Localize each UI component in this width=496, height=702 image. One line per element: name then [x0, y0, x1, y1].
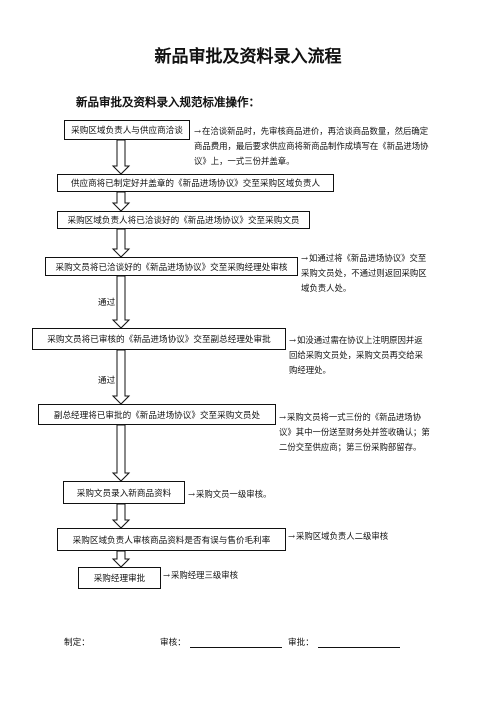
reviewed-by-label: 审核： — [160, 638, 186, 648]
step-5-box: 采购文员将已审核的《新品进场协议》交至副总经理处审批 — [32, 328, 286, 350]
right-arrow-icon: → — [279, 412, 287, 422]
pass-label-2: 通过 — [98, 376, 116, 386]
section-subtitle: 新品审批及资料录入规范标准操作： — [76, 95, 260, 109]
step-8-box: 采购区域负责人审核商品资料是否有误与售价毛利率 — [57, 528, 286, 551]
right-arrow-icon: → — [194, 126, 202, 136]
step-3-box: 采购区域负责人将已洽谈好的《新品进场协议》交至采购文员 — [57, 211, 310, 229]
step-7-note: →采购文员一级审核。 — [188, 489, 272, 499]
flow-arrow-2 — [111, 191, 131, 212]
flow-arrow-5 — [111, 349, 131, 405]
right-arrow-icon: → — [301, 253, 309, 263]
right-arrow-icon: → — [288, 531, 296, 541]
flow-arrow-3 — [111, 228, 131, 258]
step-5-note: →如没通过需在协议上注明原因并返回给采购文员处，采购文员再交给采购经理处。 — [289, 335, 423, 375]
step-6-box: 副总经理将已审批的《新品进场协议》交至采购文员处 — [38, 404, 276, 425]
step-7-box: 采购文员录入新商品资料 — [63, 481, 185, 504]
page-title: 新品审批及资料录入流程 — [154, 47, 342, 67]
flow-arrow-7 — [111, 503, 131, 529]
flow-arrow-6 — [111, 424, 131, 482]
reviewed-by-line[interactable] — [189, 637, 282, 648]
approved-by-label: 审批： — [288, 638, 314, 648]
step-9-box: 采购经理审批 — [78, 567, 161, 589]
right-arrow-icon: → — [188, 489, 196, 499]
approved-by-line[interactable] — [317, 637, 400, 648]
approved-by-field: 审批： — [288, 636, 400, 648]
made-by-label: 制定： — [64, 638, 90, 648]
pass-label-1: 通过 — [98, 298, 116, 308]
step-1-note: →在洽谈新品时，先审核商品进价，再洽谈商品数量，然后确定商品费用，最后要求供应商… — [194, 126, 429, 166]
reviewed-by-field: 审核： — [160, 636, 282, 648]
step-9-note: →采购经理三级审核 — [163, 570, 239, 580]
made-by-field: 制定： — [64, 636, 90, 648]
flow-arrow-4 — [111, 275, 131, 329]
step-8-note: →采购区域负责人二级审核 — [288, 531, 389, 541]
flow-arrow-8 — [111, 550, 131, 568]
step-4-box: 采购文员将已洽谈好的《新品进场协议》交至采购经理处审核 — [45, 257, 298, 276]
flow-arrow-1 — [111, 139, 131, 175]
step-2-box: 供应商将已制定好并盖章的《新品进场协议》交至采购区域负责人 — [57, 174, 334, 192]
step-4-note: →如通过将《新品进场协议》交至采购文员处，不通过则返回采购区域负责人处。 — [301, 253, 427, 293]
step-6-note: →采购文员将一式三份的《新品进场协议》其中一份送至财务处并签收确认；第二份交至供… — [279, 412, 430, 452]
right-arrow-icon: → — [289, 335, 297, 345]
step-1-box: 采购区域负责人与供应商洽谈 — [64, 120, 190, 140]
right-arrow-icon: → — [163, 570, 171, 580]
